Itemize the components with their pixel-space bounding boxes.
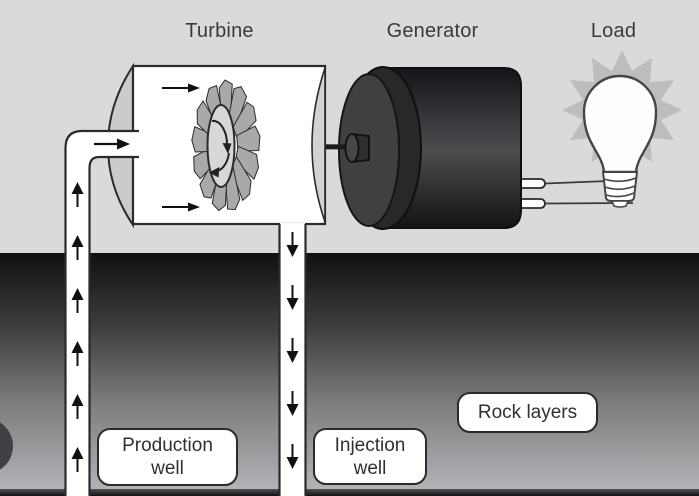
turbine-rotor-icon bbox=[191, 80, 261, 213]
production-well-line1: Production bbox=[122, 435, 213, 456]
generator-label: Generator bbox=[386, 20, 479, 42]
steam-flow-arrows bbox=[162, 83, 200, 212]
load-label: Load bbox=[590, 20, 637, 42]
rotor-hub bbox=[206, 104, 236, 188]
generator-body bbox=[338, 66, 522, 230]
injection-well-line1: Injection bbox=[334, 434, 406, 456]
bulb-screw-threads bbox=[603, 177, 637, 198]
injection-well-line2: well bbox=[353, 457, 387, 479]
light-bulb-icon bbox=[582, 74, 658, 208]
rock-layers-text: Rock layers bbox=[477, 402, 578, 423]
upward-flow-arrows bbox=[71, 182, 84, 472]
injection-well-callout: Injection well bbox=[313, 428, 427, 485]
production-well-callout: Production well bbox=[97, 428, 238, 486]
downward-flow-arrows bbox=[286, 232, 299, 469]
bottom-edge-strip bbox=[0, 489, 699, 496]
wire-terminals bbox=[516, 178, 546, 209]
rotation-arrows-icon bbox=[209, 119, 232, 178]
production-well-pipe bbox=[64, 129, 139, 496]
rock-layers-callout: Rock layers bbox=[457, 392, 598, 433]
edge-nav-button[interactable] bbox=[0, 418, 13, 474]
turbine-label: Turbine bbox=[185, 20, 254, 42]
inlet-flow-arrow bbox=[94, 138, 130, 150]
production-well-line2: well bbox=[151, 458, 184, 479]
generator-shaft-hub bbox=[344, 132, 370, 164]
